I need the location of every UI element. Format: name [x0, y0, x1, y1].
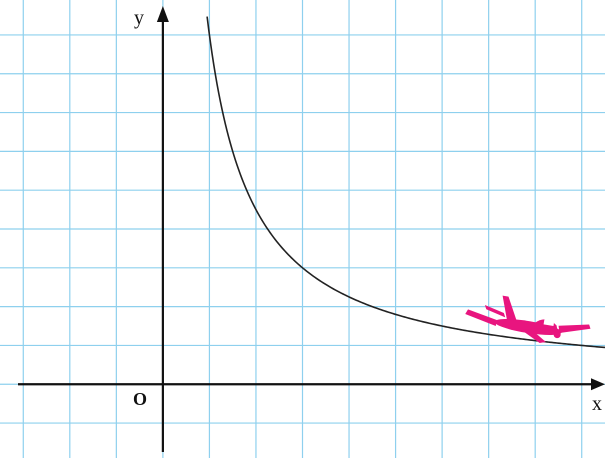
x-axis-label: x [592, 393, 602, 415]
origin-label: O [133, 389, 147, 409]
y-axis-arrow-icon [156, 6, 169, 22]
airplane-icon [465, 295, 591, 344]
x-axis-arrow-icon [591, 378, 605, 391]
series-line [206, 16, 605, 349]
y-axis-label: y [134, 7, 144, 29]
axes [18, 6, 605, 452]
